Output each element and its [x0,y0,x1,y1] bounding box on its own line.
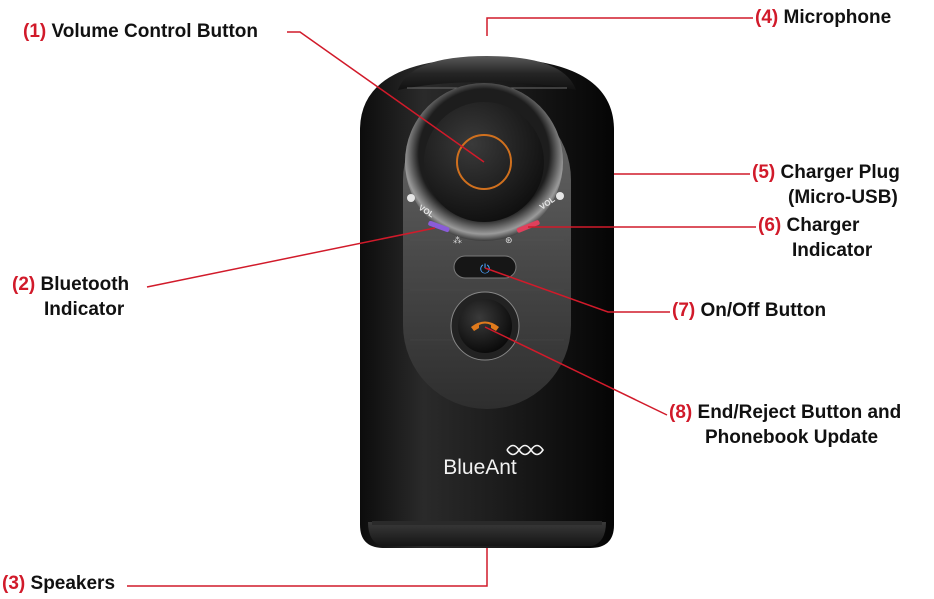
vol-minus-icon [407,194,415,202]
leader-line-3 [127,548,488,587]
callout-text-line2: (Micro-USB) [788,187,898,208]
battery-icon: ⊛ [505,236,513,246]
callout-number: (8) [669,402,693,423]
callout-text-line2: Indicator [792,240,873,261]
power-icon: ⏻ [480,262,490,277]
callout-number: (3) [2,573,26,594]
callout-2: (2) Bluetooth Indicator [12,272,129,322]
callout-text: Microphone [783,7,892,28]
brand-logo: BlueAnt [443,456,517,479]
leader-line-1 [287,31,485,163]
speaker-grill [368,522,606,546]
callout-number: (5) [752,162,776,183]
callout-number: (2) [12,274,36,295]
leader-line-7 [484,267,670,313]
microphone-cap [398,56,576,90]
callout-text-line2: Phonebook Update [705,427,879,448]
callout-text: Charger Plug [780,162,900,183]
phone-icon [471,321,499,331]
leader-line-4 [486,17,753,36]
callout-number: (4) [755,7,779,28]
callout-text: Charger [786,215,860,236]
callout-number: (1) [23,21,47,42]
callout-5: (5) Charger Plug (Micro-USB) [752,160,900,210]
end-button [458,299,512,353]
callout-1: (1) Volume Control Button [23,19,258,44]
leader-line-2 [146,227,436,288]
callout-8: (8) End/Reject Button and Phonebook Upda… [669,400,901,450]
power-button [453,255,517,279]
callout-4: (4) Microphone [755,5,891,30]
bluetooth-indicator [428,220,450,233]
callout-3: (3) Speakers [2,571,115,596]
callout-number: (7) [672,300,696,321]
callout-text: Bluetooth [40,274,130,295]
brand-infinity-icon [506,444,544,456]
callout-number: (6) [758,215,782,236]
callout-text: Speakers [30,573,116,594]
leader-line-8 [484,326,668,416]
callout-text: On/Off Button [700,300,827,321]
bluetooth-icon: ⁂ [453,235,462,246]
vol-plus-icon [556,192,564,200]
callout-6: (6) Charger Indicator [758,213,872,263]
callout-7: (7) On/Off Button [672,298,826,323]
callout-text: Volume Control Button [51,21,259,42]
callout-text-line2: Indicator [44,299,125,320]
callout-text: End/Reject Button and [697,402,902,423]
leader-lines [127,17,756,587]
